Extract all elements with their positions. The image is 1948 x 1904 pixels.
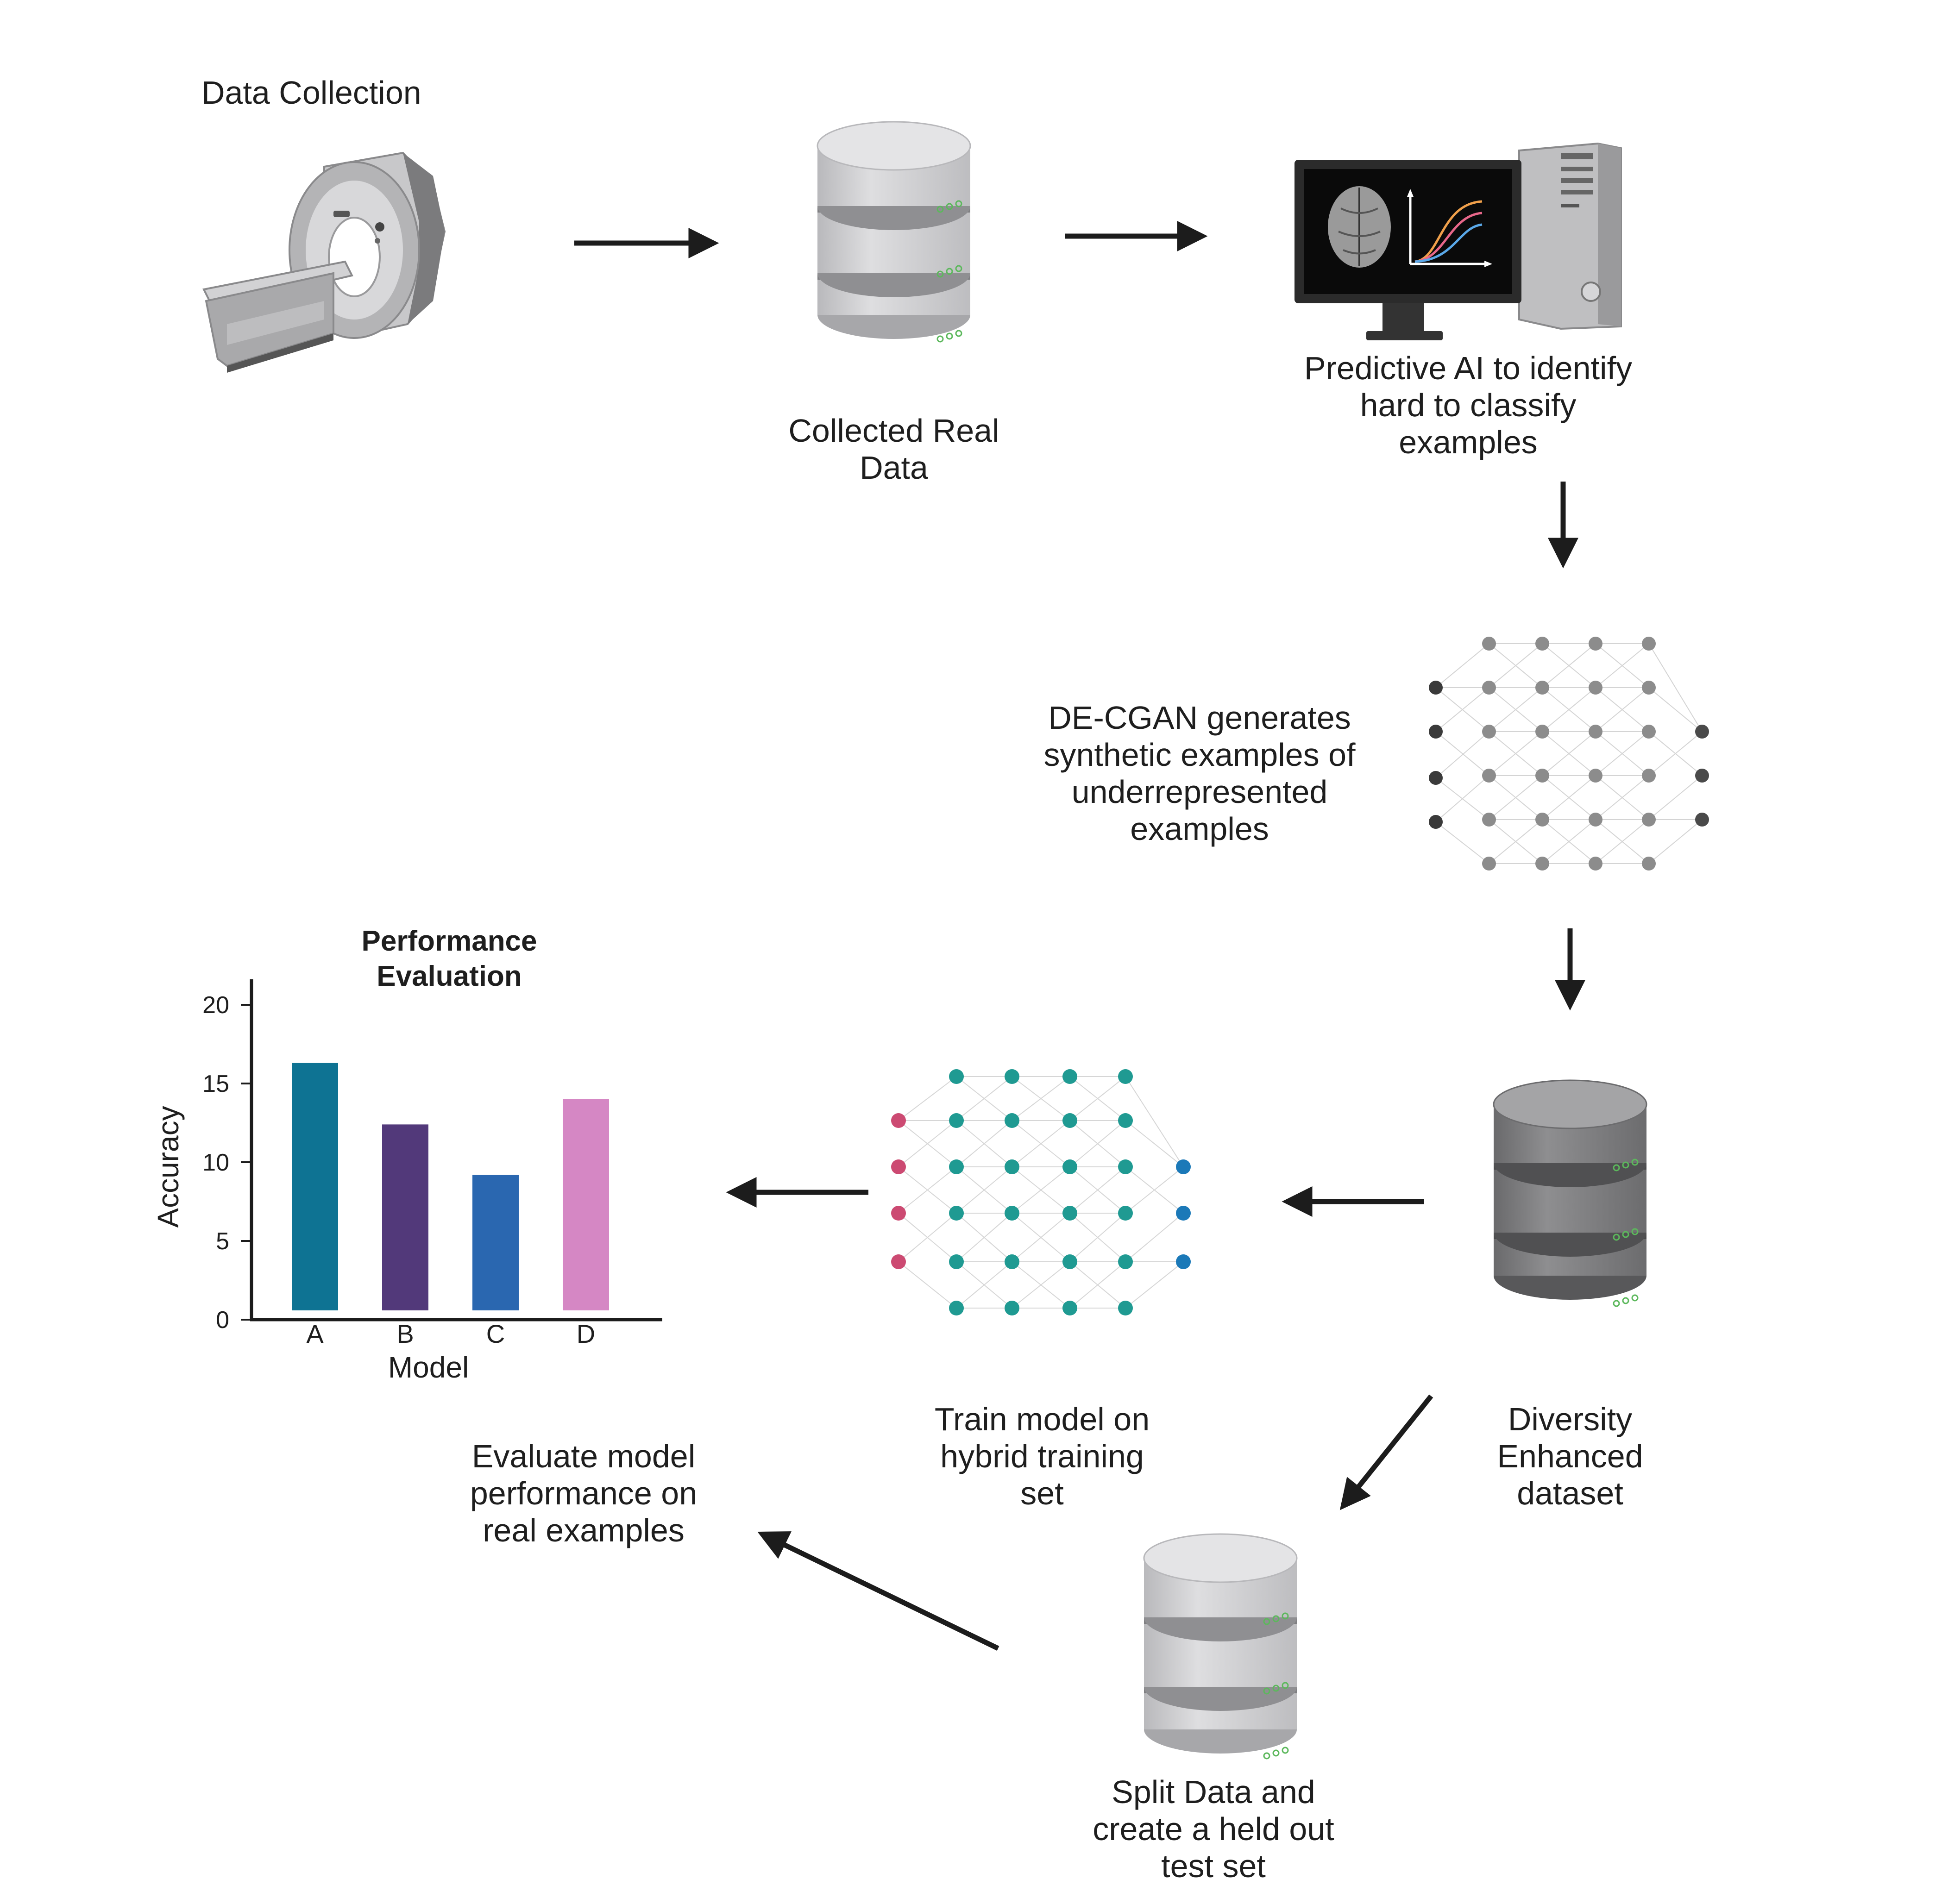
label-predictive-ai: Predictive AI to identify hard to classi… (1304, 350, 1633, 460)
y-tick-label-20: 20 (202, 992, 229, 1019)
bar-D (563, 1099, 609, 1310)
y-tick-label-5: 5 (216, 1228, 229, 1255)
arrow-split-to-evaluate (757, 1531, 999, 1651)
bar-B (382, 1124, 428, 1310)
flow-arrows (574, 221, 1585, 1651)
x-tick-label-A: A (306, 1319, 324, 1348)
database-icon-split (1143, 1533, 1298, 1760)
computer-workstation-icon (1294, 142, 1622, 340)
x-axis-label: Model (388, 1351, 469, 1384)
label-diversity-enhanced: Diversity Enhanced dataset (1497, 1401, 1643, 1511)
y-axis-label: Accuracy (151, 1106, 185, 1228)
x-tick-label-D: D (577, 1319, 595, 1348)
label-train-model: Train model on hybrid training set (934, 1401, 1150, 1511)
label-decgan: DE-CGAN generates synthetic examples of … (1043, 700, 1356, 847)
neural-network-icon-color (891, 1069, 1191, 1315)
x-tick-label-C: C (486, 1319, 505, 1348)
y-tick-label-10: 10 (202, 1149, 229, 1176)
label-collected-real-data: Collected Real Data (788, 413, 999, 486)
y-tick-label-0: 0 (216, 1307, 229, 1334)
label-split-data: Split Data and create a held out test se… (1093, 1774, 1334, 1884)
database-icon-collected (817, 121, 971, 343)
bar-A (292, 1063, 338, 1310)
performance-chart: 0 5 10 15 20 A B C D Model Accuracy (151, 979, 662, 1384)
label-data-collection: Data Collection (201, 75, 421, 111)
database-icon-diversity (1493, 1079, 1647, 1307)
chart-title: Performance Evaluation (361, 925, 537, 992)
bar-C (472, 1175, 519, 1310)
x-tick-label-B: B (396, 1319, 414, 1348)
mri-scanner-icon (202, 151, 446, 373)
neural-network-icon-gray (1429, 637, 1709, 871)
y-tick-label-15: 15 (202, 1071, 229, 1097)
label-evaluate-model: Evaluate model performance on real examp… (470, 1438, 698, 1548)
arrow-diversity-to-split (1339, 1394, 1433, 1510)
